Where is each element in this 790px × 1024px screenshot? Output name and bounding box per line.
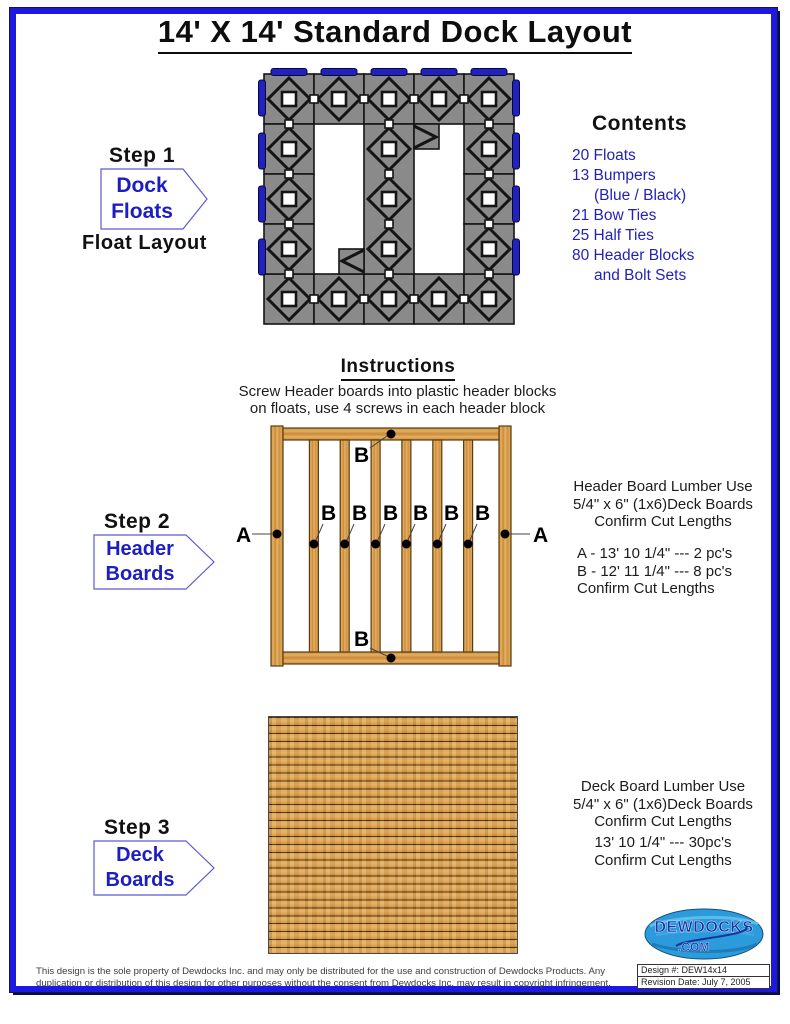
step1-tag-line2: Floats (111, 200, 173, 223)
bumpers (258, 68, 520, 276)
label-b: B (352, 502, 367, 525)
step2-tag-line2: Boards (105, 563, 175, 585)
design-number: Design #: DEW14x14 (638, 965, 769, 977)
contents-heading: Contents (592, 112, 687, 135)
instructions-heading-text: Instructions (340, 356, 456, 381)
instructions-heading: Instructions (238, 356, 558, 381)
label-b: B (321, 502, 336, 525)
confirm-cut-lengths: Confirm Cut Lengths (577, 580, 715, 597)
contents-item: and Bolt Sets (594, 267, 687, 284)
page-title: 14' X 14' Standard Dock Layout (0, 14, 790, 54)
label-b: B (354, 444, 369, 467)
cut-a: A - 13' 10 1/4" --- 2 pc's (577, 545, 733, 562)
label-b: B (354, 628, 369, 651)
contents-item: 21 Bow Ties (572, 207, 657, 224)
revision-date: Revision Date: July 7, 2005 (641, 977, 751, 987)
contents-item: 20 Floats (572, 147, 636, 164)
float-layout-caption: Float Layout (82, 232, 207, 254)
step2-tag: Header Boards (93, 534, 215, 590)
step1-tag: Dock Floats (100, 168, 208, 230)
arrow-tag-shape (93, 840, 215, 896)
deck-notes-line1: Deck Board Lumber Use (580, 778, 746, 795)
header-notes-line1: Header Board Lumber Use (573, 478, 753, 495)
label-a: A (236, 524, 251, 547)
header-board-notes: Header Board Lumber Use 5/4" x 6" (1x6)D… (553, 478, 773, 531)
arrow-tag-shape (93, 534, 215, 590)
header-notes-line2: 5/4" x 6" (1x6)Deck Boards (573, 495, 753, 513)
page-title-text: 14' X 14' Standard Dock Layout (157, 14, 633, 54)
step3-tag-line2: Boards (105, 869, 175, 891)
deck-board-notes: Deck Board Lumber Use 5/4" x 6" (1x6)Dec… (553, 778, 773, 831)
contents-item: 80 Header Blocks (572, 247, 695, 264)
step3-tag-line1: Deck (116, 844, 164, 866)
logo-name-text: DEWDOCKS (654, 919, 753, 936)
float-layout-diagram (258, 68, 520, 325)
contents-item: 25 Half Ties (572, 227, 654, 244)
instructions-line2: on floats, use 4 screws in each header b… (249, 400, 546, 417)
deck-cut: 13' 10 1/4" --- 30pc's (594, 834, 732, 851)
header-notes-line3: Confirm Cut Lengths (594, 513, 732, 530)
instructions-text: Screw Header boards into plastic header … (185, 383, 610, 417)
step1-tag-line1: Dock (116, 174, 168, 197)
step2-label: Step 2 (103, 510, 171, 533)
contents-item: 13 Bumpers (572, 167, 656, 184)
dewdocks-logo: DEWDOCKS .COM (644, 908, 764, 960)
contents-list: Contents 20 Floats 13 Bumpers (Blue / Bl… (572, 112, 777, 286)
design-info-box: Design #: DEW14x14 Revision Date: July 7… (637, 964, 770, 989)
instructions-line1: Screw Header boards into plastic header … (238, 383, 557, 400)
deck-boards-diagram (268, 716, 518, 954)
step2-tag-line1: Header (106, 538, 174, 560)
cut-b: B - 12' 11 1/4" --- 8 pc's (577, 562, 733, 580)
contents-item: (Blue / Black) (594, 187, 687, 204)
header-boards-diagram: A A B B B B B B B B (236, 425, 548, 667)
step1-label: Step 1 (108, 144, 176, 167)
logo-com-text: .COM (678, 940, 709, 954)
arrow-tag-shape (100, 168, 208, 230)
step3-tag: Deck Boards (93, 840, 215, 896)
deck-notes-line2: 5/4" x 6" (1x6)Deck Boards (573, 795, 753, 813)
label-b: B (413, 502, 428, 525)
label-b: B (444, 502, 459, 525)
copyright-notice: This design is the sole property of Dewd… (36, 966, 611, 989)
step3-label: Step 3 (103, 816, 171, 839)
confirm-cut-lengths: Confirm Cut Lengths (594, 851, 732, 869)
label-a: A (533, 524, 548, 547)
label-b: B (383, 502, 398, 525)
deck-board-cut-list: 13' 10 1/4" --- 30pc's Confirm Cut Lengt… (553, 834, 773, 869)
header-board-cut-list: A - 13' 10 1/4" --- 2 pc's B - 12' 11 1/… (577, 545, 777, 598)
label-b: B (475, 502, 490, 525)
deck-notes-line3: Confirm Cut Lengths (594, 813, 732, 830)
